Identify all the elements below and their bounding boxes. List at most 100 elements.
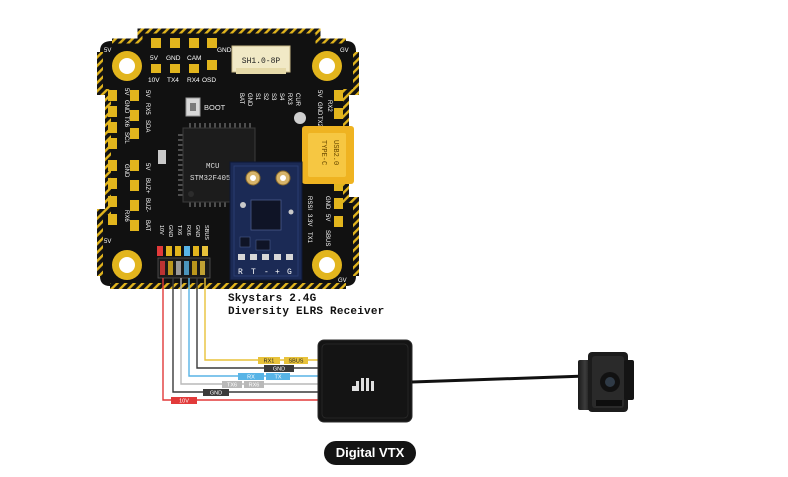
usb-label-1: TYPE-C: [319, 140, 327, 165]
left-pads: 5V GND TX6 SCL 5V RX5 SDA GND RX6 5V BUZ…: [108, 88, 150, 232]
esc-pad-labels: BAT GND S1 S2 S3 S4 RX3 CUR: [238, 93, 300, 107]
wire-label-rx6: RX6: [249, 383, 260, 389]
wire-tx6-rx6: [180, 278, 318, 385]
mcu-model: STM32F405: [190, 175, 231, 183]
esc-label-bat: BAT: [238, 93, 244, 105]
esc-label-s1: S1: [254, 93, 260, 101]
right-label-sbus: SBUS: [324, 230, 330, 246]
pad-label-tx4: TX4: [167, 77, 179, 84]
left-label-gnd-d: GND: [123, 164, 129, 178]
left-label-scl: SCL: [123, 132, 129, 144]
rx-pad-g: G: [287, 268, 292, 277]
right-label-rx2: RX2: [326, 100, 332, 112]
vtx-label: Digital VTX: [324, 441, 416, 465]
wire-gnd-1: [196, 278, 318, 369]
right-label-5v: 5V: [316, 90, 322, 97]
left-label-buzp: BUZ+: [144, 178, 150, 194]
esc-label-s2: S2: [262, 93, 268, 101]
right-label-tx2: TX2: [316, 116, 322, 128]
connector-label: SH1.0-8P: [242, 57, 281, 66]
mount-hole-tr: [312, 51, 342, 81]
bottom-pads: 10V GND TX6 RX6 GND SBUS: [157, 225, 211, 279]
bottom-label-rx6: RX6: [185, 225, 191, 236]
right-label-5v-d: 5V: [324, 214, 330, 221]
wire-rx1-sbus: [204, 278, 318, 361]
left-label-5v: 5V: [123, 88, 129, 95]
boot-button: BOOT: [185, 97, 226, 117]
left-label-rx6: RX6: [123, 210, 129, 222]
bottom-label-gnd-2: GND: [194, 225, 200, 237]
esc-label-s4: S4: [278, 93, 284, 101]
dji-logo-icon: [352, 378, 374, 391]
rx-pad-minus: -: [264, 268, 269, 277]
wire-label-rx: RX: [247, 375, 255, 381]
rx-pad-plus: +: [275, 268, 280, 277]
pad-label-gnd-bat: GND BAT: [217, 47, 245, 54]
esc-label-gnd: GND: [246, 93, 252, 107]
wire-label-gnd-2: GND: [210, 391, 222, 397]
usb-label-2: USB2.0: [331, 140, 339, 165]
esc-label-s3: S3: [270, 93, 276, 101]
pad-label-gnd: GND: [166, 55, 181, 62]
corner-label-tr: GV: [340, 48, 349, 54]
bottom-label-tx6: TX6: [176, 225, 182, 235]
antenna-connector-left: [245, 170, 261, 186]
left-label-5v-c: 5V: [144, 163, 150, 170]
bottom-label-10v: 10V: [158, 225, 164, 235]
rx-pad-r: R: [238, 268, 243, 277]
bottom-label-gnd: GND: [167, 225, 173, 237]
camera: [578, 352, 634, 412]
pad-label-10v: 10V: [148, 77, 160, 84]
top-pads: 5V GND CAM 10V TX4 RX4 OSD GND BAT: [148, 38, 245, 84]
pad-label-rx4: RX4: [187, 77, 200, 84]
wire-label-tx: TX: [274, 375, 281, 381]
left-label-5v-b: 5V: [144, 90, 150, 97]
usb-c-port: TYPE-C USB2.0: [302, 126, 354, 184]
receiver-label-line2: Diversity ELRS Receiver: [228, 306, 385, 318]
digital-vtx: [317, 339, 413, 423]
esc-label-cur: CUR: [294, 93, 300, 107]
left-label-sda: SDA: [144, 120, 150, 132]
mcu-label: MCU: [206, 163, 220, 171]
wire-label-rx1: RX1: [264, 359, 275, 365]
right-label-gnd-d: GND: [324, 196, 330, 210]
left-label-rx5: RX5: [144, 103, 150, 115]
elrs-receiver: R T - + G: [229, 161, 303, 281]
wire-10v: [162, 278, 318, 401]
wire-labels: RX1 SBUS GND RX TX TX6 RX6 GND 10V: [171, 357, 308, 405]
rx-pad-t: T: [251, 268, 256, 277]
right-label-tx1: TX1: [306, 232, 312, 244]
mount-hole-bl: [112, 250, 142, 280]
esc-label-rx3: RX3: [286, 93, 292, 105]
right-label-gnd: GND: [316, 102, 322, 116]
flight-controller: 5V GV 5V GV 5V GND CAM 10V TX4 RX4 OSD G…: [97, 28, 359, 289]
camera-cable: [411, 374, 587, 384]
wire-label-gnd-1: GND: [273, 367, 285, 373]
right-label-rssi: RSSI: [306, 196, 312, 210]
corner-label-br: GV: [338, 278, 347, 284]
corner-label-bl: 5V: [104, 239, 111, 245]
boot-label: BOOT: [204, 103, 226, 112]
wire-label-sbus: SBUS: [289, 359, 304, 365]
antenna-connector-right: [275, 170, 291, 186]
mount-hole-br: [312, 250, 342, 280]
smd-component: [158, 150, 166, 164]
wire-label-10v: 10V: [179, 399, 189, 405]
pad-label-5v: 5V: [150, 55, 159, 62]
corner-label-tl: 5V: [104, 48, 111, 54]
left-label-buzm: BUZ-: [144, 198, 150, 212]
pad-label-osd: OSD: [202, 77, 216, 84]
smd-round-component: [294, 112, 306, 124]
mount-hole-tl: [112, 51, 142, 81]
receiver-chip: [250, 199, 282, 231]
wire-gnd-2: [172, 278, 318, 393]
left-label-gnd: GND: [123, 100, 129, 114]
receiver-label-line1: Skystars 2.4G: [228, 293, 317, 305]
bottom-label-sbus: SBUS: [203, 225, 209, 240]
left-label-bat: BAT: [144, 220, 150, 232]
left-label-tx6: TX6: [123, 116, 129, 128]
wire-label-tx6: TX6: [227, 383, 237, 389]
pad-label-cam: CAM: [187, 55, 201, 62]
sh-connector: SH1.0-8P: [231, 45, 291, 74]
right-label-33v: 3.3V: [306, 214, 312, 226]
